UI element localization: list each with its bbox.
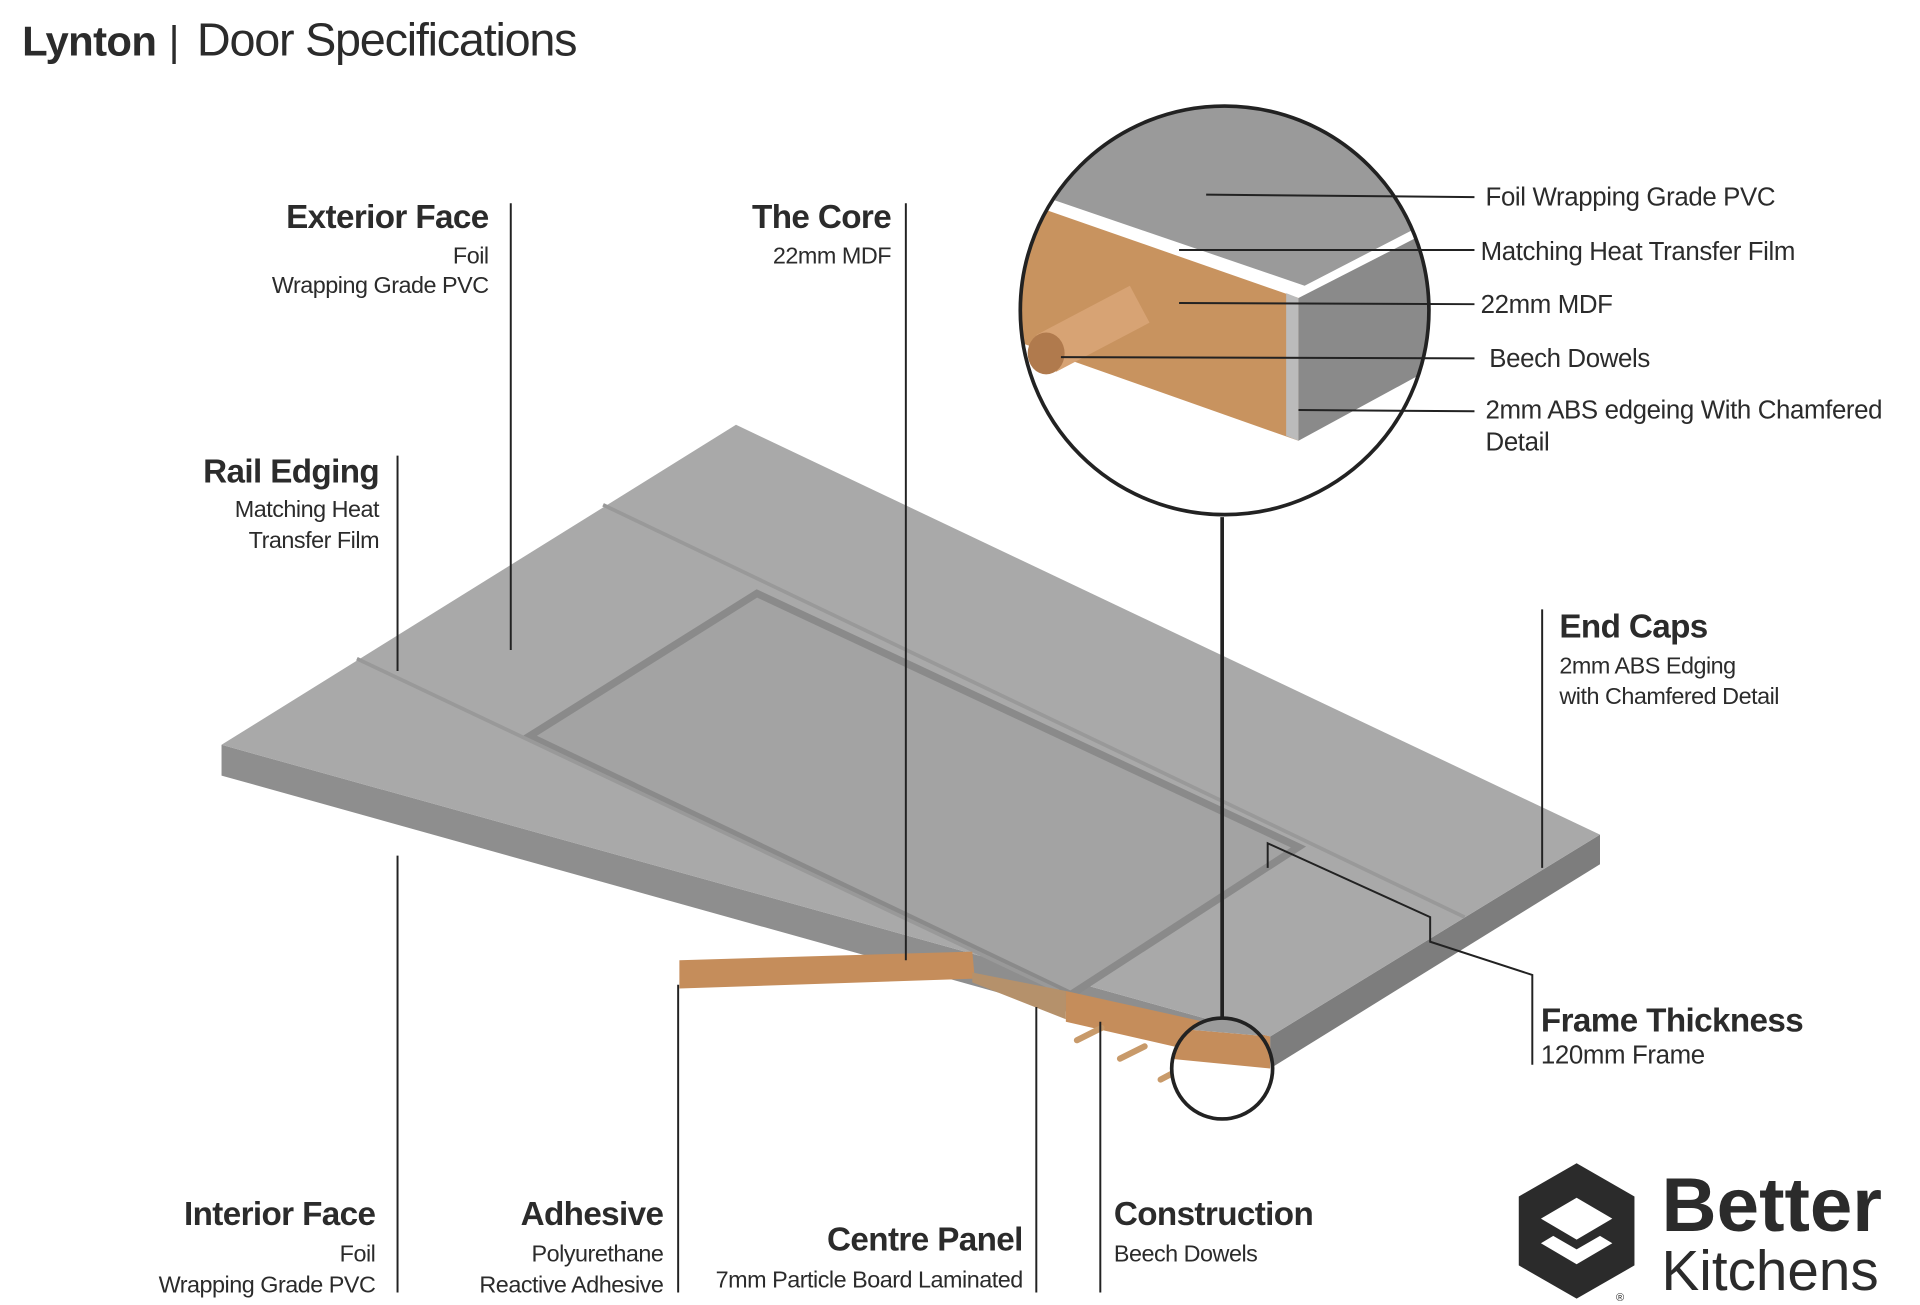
svg-text:2mm ABS Edging: 2mm ABS Edging xyxy=(1559,652,1735,678)
logo-hexagon-icon xyxy=(1518,1163,1635,1299)
svg-text:Construction: Construction xyxy=(1114,1196,1313,1233)
svg-text:Polyurethane: Polyurethane xyxy=(532,1241,664,1267)
svg-text:Foil: Foil xyxy=(340,1241,376,1267)
svg-text:®: ® xyxy=(1616,1292,1624,1304)
svg-text:Rail Edging: Rail Edging xyxy=(203,454,379,491)
callout-interior-face: Interior Face Foil Wrapping Grade PVC xyxy=(159,1196,377,1298)
detail-label-film: Matching Heat Transfer Film xyxy=(1481,238,1795,266)
particle-board-cutaway xyxy=(972,972,1066,1020)
detail-label-abs-cont: Detail xyxy=(1486,429,1550,457)
svg-text:The Core: The Core xyxy=(752,199,891,236)
detail-ring xyxy=(1018,104,1431,517)
svg-text:22mm MDF: 22mm MDF xyxy=(773,243,891,269)
svg-text:Adhesive: Adhesive xyxy=(521,1196,664,1233)
svg-text:Foil: Foil xyxy=(453,243,489,269)
callout-centre-panel: Centre Panel 7mm Particle Board Laminate… xyxy=(716,1222,1024,1293)
svg-text:Reactive Adhesive: Reactive Adhesive xyxy=(479,1272,663,1298)
mdf-cutaway xyxy=(679,951,975,989)
svg-text:with Chamfered Detail: with Chamfered Detail xyxy=(1558,683,1779,709)
svg-text:Wrapping Grade PVC: Wrapping Grade PVC xyxy=(272,272,489,298)
svg-text:End Caps: End Caps xyxy=(1559,609,1707,646)
rail-joint-top xyxy=(602,503,1466,919)
callout-exterior-face: Exterior Face Foil Wrapping Grade PVC xyxy=(272,199,490,298)
svg-text:120mm Frame: 120mm Frame xyxy=(1541,1042,1705,1070)
svg-text:Matching Heat: Matching Heat xyxy=(235,496,380,522)
rail-joint-left xyxy=(356,656,1060,993)
callout-construction: Construction Beech Dowels xyxy=(1114,1196,1314,1267)
centre-panel xyxy=(521,589,1307,999)
callout-adhesive: Adhesive Polyurethane Reactive Adhesive xyxy=(479,1196,664,1298)
svg-text:Exterior Face: Exterior Face xyxy=(286,199,489,236)
svg-text:Better: Better xyxy=(1662,1163,1882,1248)
title-separator: | xyxy=(169,18,180,65)
callout-frame-thickness: Frame Thickness 120mm Frame xyxy=(1541,1003,1804,1070)
svg-text:Interior Face: Interior Face xyxy=(184,1196,376,1233)
door-side-edge xyxy=(1270,834,1600,1069)
door-illustration xyxy=(221,424,1601,1083)
callout-the-core: The Core 22mm MDF xyxy=(752,199,892,269)
svg-text:7mm Particle Board Laminated: 7mm Particle Board Laminated xyxy=(716,1267,1023,1293)
dowel-icon xyxy=(1027,285,1150,375)
svg-text:Beech Dowels: Beech Dowels xyxy=(1114,1241,1258,1267)
svg-text:Frame Thickness: Frame Thickness xyxy=(1541,1003,1803,1040)
detail-label-foil: Foil Wrapping Grade PVC xyxy=(1486,184,1776,212)
detail-label-mdf: 22mm MDF xyxy=(1481,291,1613,319)
detail-label-abs: 2mm ABS edgeing With Chamfered xyxy=(1486,397,1883,425)
detail-label-dowels: Beech Dowels xyxy=(1489,345,1650,373)
callout-end-caps: End Caps 2mm ABS Edging with Chamfered D… xyxy=(1558,609,1779,709)
cross-section-detail xyxy=(1020,106,1429,515)
page-title: Door Specifications xyxy=(197,14,576,66)
brand-title: Lynton xyxy=(22,18,156,65)
better-kitchens-logo: ® Better Kitchens xyxy=(1518,1163,1882,1304)
svg-text:Kitchens: Kitchens xyxy=(1662,1239,1879,1302)
leader-lines xyxy=(396,203,1544,1293)
svg-text:Centre Panel: Centre Panel xyxy=(827,1222,1023,1259)
svg-text:Wrapping Grade PVC: Wrapping Grade PVC xyxy=(159,1272,376,1298)
callout-rail-edging: Rail Edging Matching Heat Transfer Film xyxy=(203,454,380,553)
svg-text:Transfer Film: Transfer Film xyxy=(249,527,379,553)
